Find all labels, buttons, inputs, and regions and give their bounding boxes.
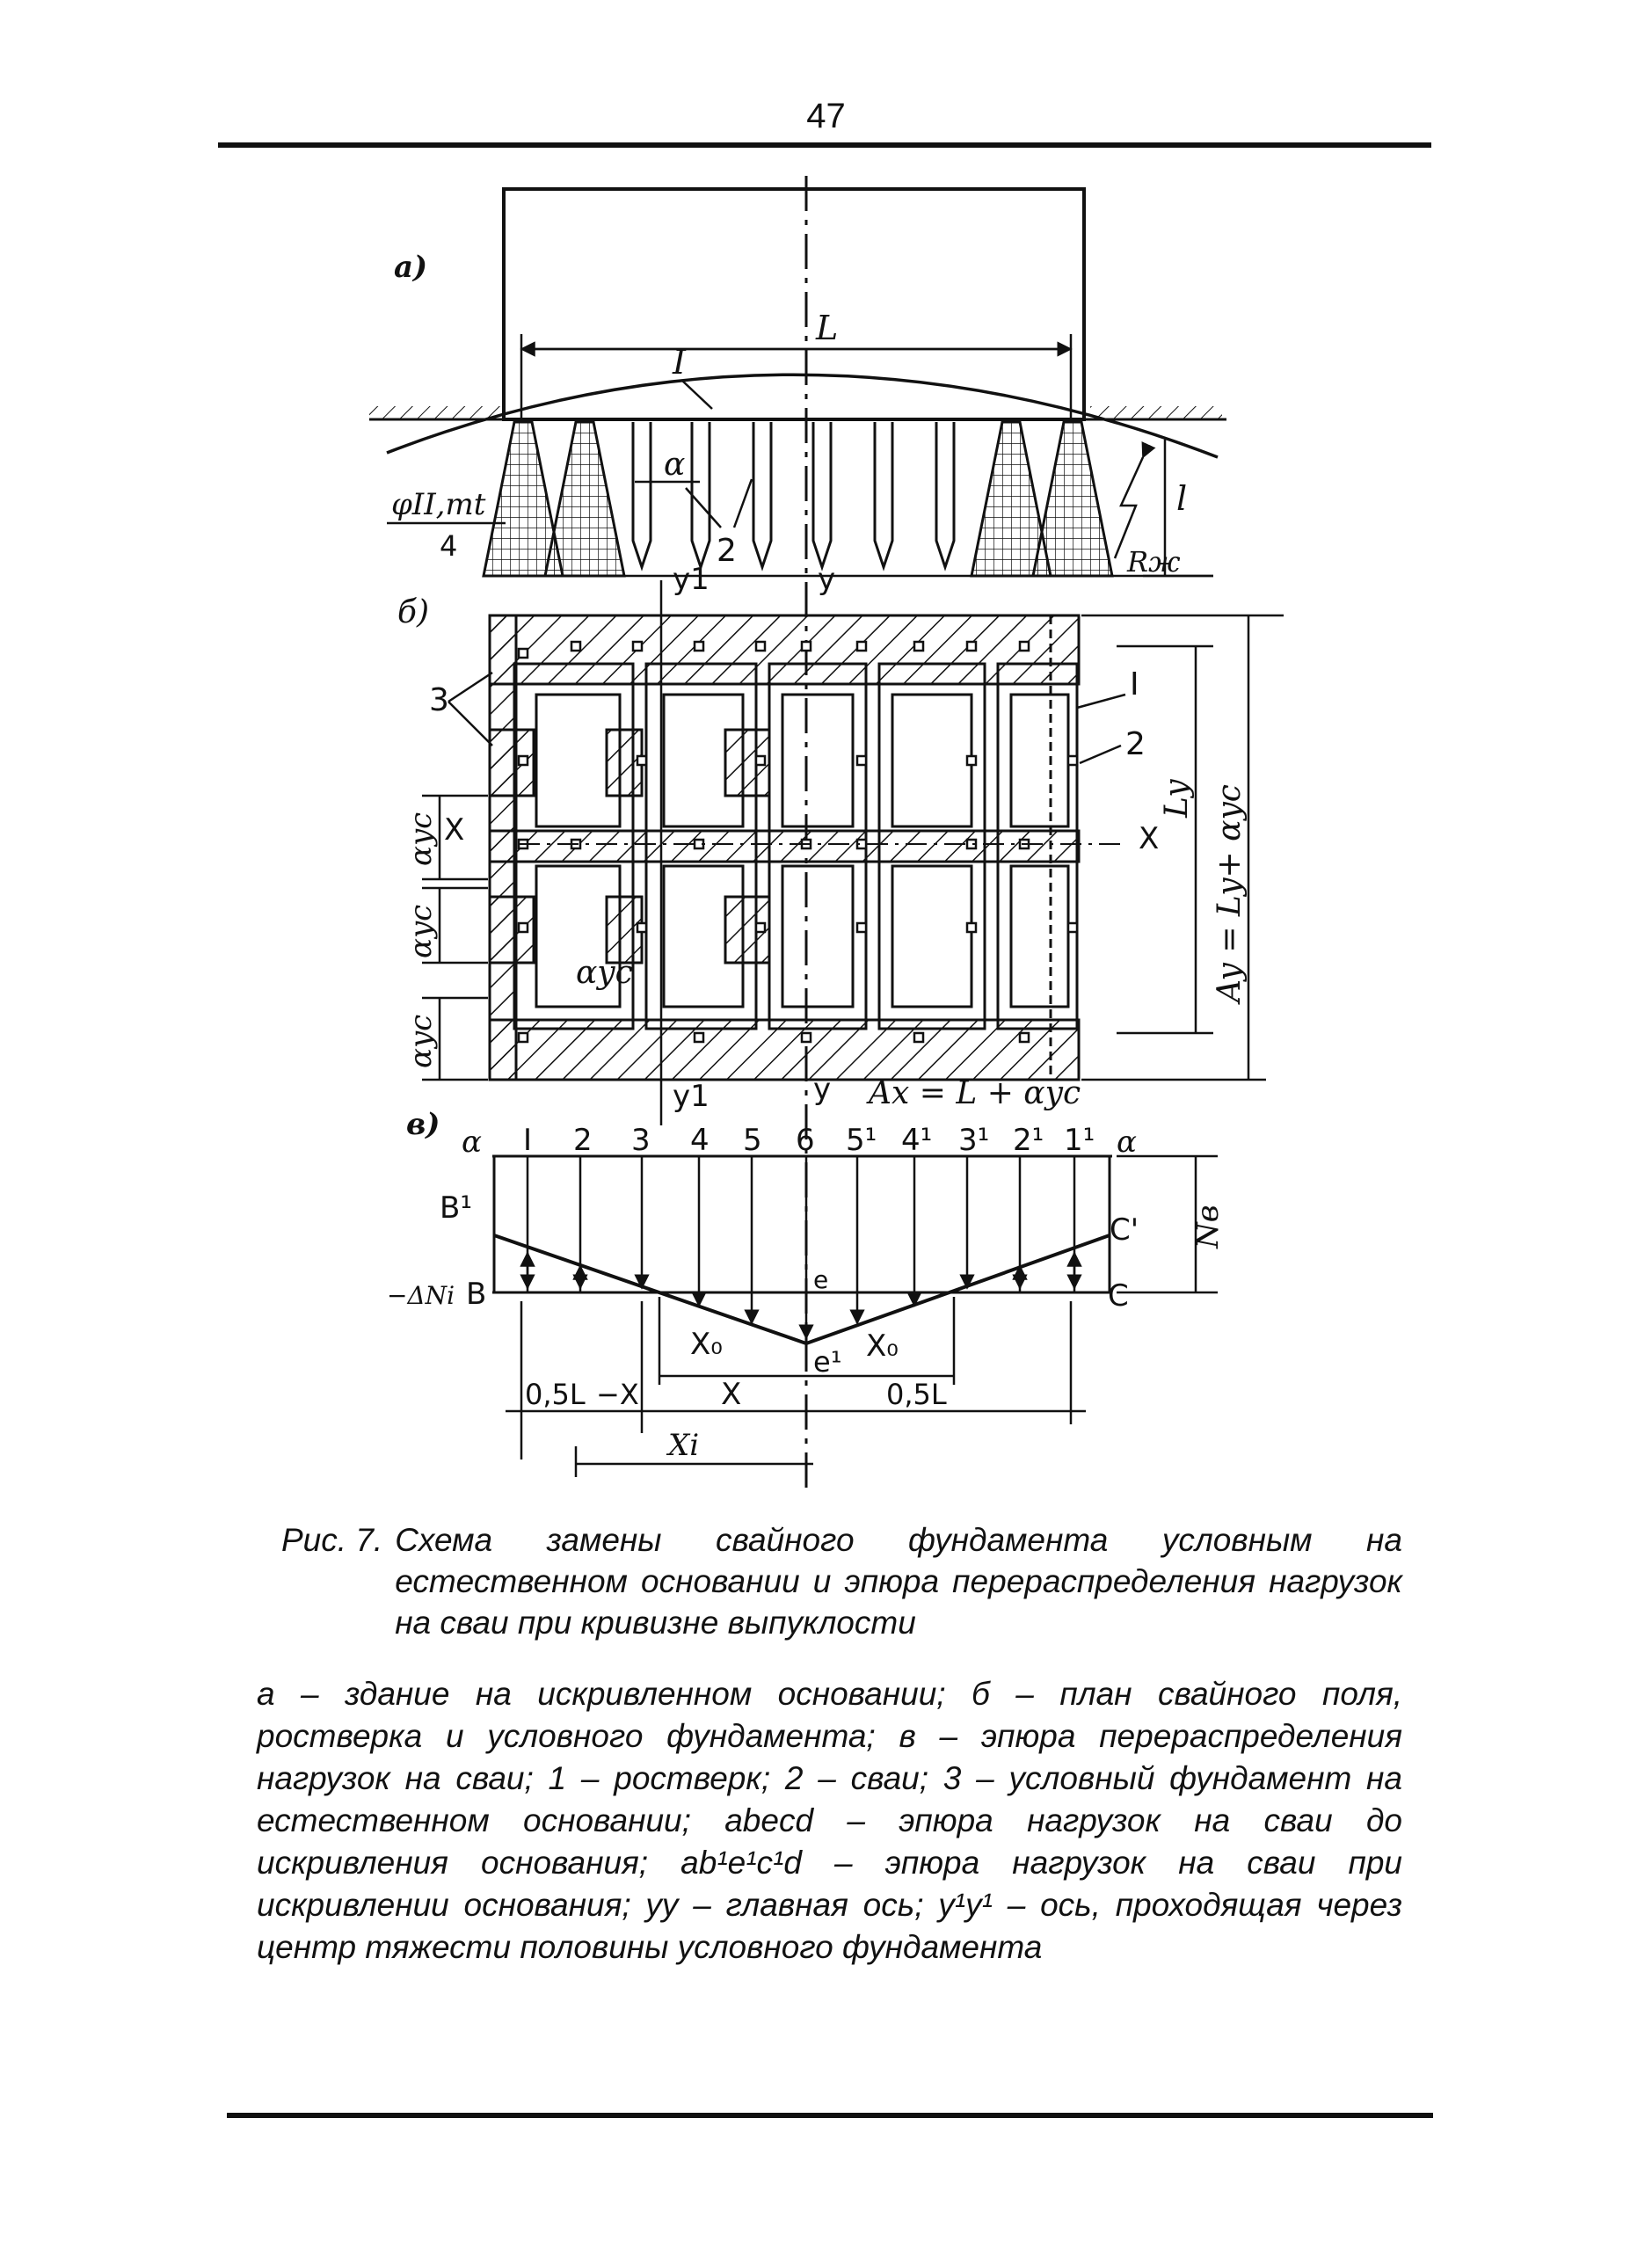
- caption-label: Рис. 7.: [281, 1522, 383, 1558]
- top-label-2: 2: [573, 1123, 593, 1158]
- dim-xi-label: Xi: [666, 1428, 699, 1463]
- bottom-rule: [227, 2113, 1433, 2118]
- caption-title-row: Рис. 7. Схема замены свайного фундамента…: [281, 1519, 1402, 1643]
- span-label: L: [815, 309, 838, 347]
- load-arrows: [520, 1156, 1082, 1340]
- axis-x-left: X: [444, 812, 464, 848]
- depth-dimension: [1143, 440, 1213, 578]
- right-lower-label: C: [1108, 1278, 1129, 1314]
- caption-title: Схема замены свайного фундамента условны…: [395, 1522, 1402, 1641]
- panel-label-a: а): [394, 250, 427, 285]
- top-label-3-prime: 3¹: [958, 1123, 989, 1158]
- left-delta-label: −ΔNi: [387, 1281, 455, 1310]
- pile-field-plan: [488, 614, 1081, 1081]
- x0-left-label: X₀: [690, 1327, 723, 1362]
- label-3: 3: [429, 682, 449, 718]
- label-1-leader: [1076, 693, 1126, 710]
- pile-leader-2: [732, 478, 753, 528]
- right-load-dimension: [1117, 1154, 1218, 1294]
- center-upper-label: e: [813, 1265, 828, 1294]
- radius-label: Rж: [1126, 545, 1181, 579]
- dim-half-L-right: 0,5L: [886, 1378, 947, 1411]
- depth-label: l: [1176, 479, 1187, 518]
- center-lower-label: e¹: [813, 1345, 842, 1379]
- axis-y-top-half: y1: [673, 562, 710, 597]
- dim-Ly: Ly: [1159, 779, 1195, 819]
- top-label-5: 5: [743, 1123, 762, 1158]
- axis-y-top-main: y: [818, 562, 835, 597]
- caption-legend: а – здание на искривленном основании; б …: [257, 1676, 1402, 1965]
- top-label-1: I: [523, 1123, 532, 1158]
- x0-right-label: X₀: [866, 1328, 899, 1364]
- dim-minus-x: −X: [596, 1378, 639, 1411]
- pile-label: 2: [717, 533, 737, 569]
- dim-a-yc-2: αyc: [404, 905, 439, 958]
- top-label-3: 3: [631, 1123, 651, 1158]
- dim-Ay: Ay = Ly+ αyc: [1212, 784, 1248, 1005]
- right-dimensions: [1081, 614, 1284, 1081]
- stress-fans: [482, 420, 1114, 578]
- top-rule: [218, 142, 1431, 148]
- right-load-label: Nв: [1190, 1205, 1226, 1249]
- left-upper-label: B¹: [440, 1190, 472, 1226]
- pile-squares: [517, 640, 1079, 1044]
- label-2-leader: [1079, 744, 1122, 765]
- label-3-leader-1: [448, 671, 493, 703]
- top-label-4-prime: 4¹: [901, 1123, 932, 1158]
- label-3-leader-2: [448, 701, 493, 746]
- dim-a-yc-3: αyc: [404, 1015, 439, 1068]
- bottom-dimensions: [506, 1297, 1086, 1477]
- dim-a-yc-inner: αyc: [576, 955, 633, 991]
- ground-surface: [369, 406, 1226, 421]
- figure-diagram: а) L I 2 α φII,mt: [369, 176, 1284, 1495]
- top-label-4: 4: [690, 1123, 710, 1158]
- dim-Ax: Ax = L + αyc: [866, 1075, 1081, 1111]
- alpha-label-a: α: [664, 447, 685, 483]
- page-number: 47: [806, 97, 846, 135]
- top-label-a-left: α: [462, 1125, 482, 1160]
- left-lower-label: B: [466, 1277, 486, 1312]
- top-label-a-right: α: [1117, 1125, 1137, 1160]
- top-label-6: 6: [796, 1123, 815, 1158]
- label-1-plan: I: [1130, 666, 1139, 702]
- roof-leader: [680, 379, 713, 410]
- right-upper-label: C': [1110, 1212, 1139, 1248]
- top-load-labels: α I 2 3 4 5 6 5¹ 4¹ 3¹ 2¹ 1¹ α: [462, 1123, 1137, 1160]
- piles-elevation: [631, 422, 956, 571]
- label-2-plan: 2: [1125, 726, 1146, 762]
- span-dimension: [520, 334, 1073, 422]
- top-label-1-prime: 1¹: [1064, 1123, 1095, 1158]
- radius-zigzag: [1113, 441, 1156, 559]
- top-label-2-prime: 2¹: [1013, 1123, 1044, 1158]
- figure-caption: Рис. 7. Схема замены свайного фундамента…: [257, 1519, 1402, 1969]
- load-diagram: [492, 1154, 1112, 1346]
- dim-a-yc-1: αyc: [404, 812, 439, 866]
- top-label-5-prime: 5¹: [846, 1123, 877, 1158]
- dim-x-label: X: [721, 1377, 741, 1412]
- dim-half-L-left: 0,5L: [525, 1378, 586, 1411]
- left-dimensions: [422, 794, 488, 1081]
- roof-label: I: [672, 343, 687, 382]
- axis-x-right: X: [1139, 821, 1159, 856]
- building-elevation: [502, 187, 1086, 421]
- pile-leader-1: [685, 487, 722, 528]
- phi-numerator: φII,mt: [391, 487, 486, 522]
- axis-y-bottom-main: y: [813, 1072, 831, 1107]
- axis-y-bottom-half: y1: [673, 1079, 710, 1114]
- phi-denominator: 4: [440, 529, 457, 563]
- panel-label-v: в): [406, 1107, 440, 1142]
- panel-label-b: б): [397, 594, 429, 630]
